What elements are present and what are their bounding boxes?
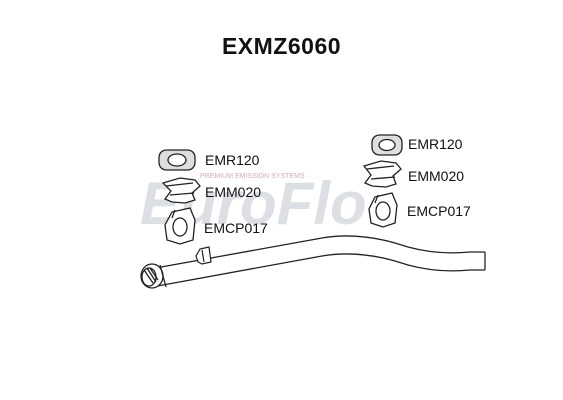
right-parts-group: EMR120 EMM020 EMCP017 bbox=[362, 134, 471, 228]
left-parts-group: EMR120 EMM020 EMCP017 bbox=[158, 149, 268, 245]
rubber-mount-icon bbox=[371, 134, 403, 156]
right-mounting-label: EMM020 bbox=[408, 168, 464, 184]
left-clamp-label: EMCP017 bbox=[204, 220, 268, 236]
pipe-hanger-bracket bbox=[195, 246, 212, 265]
mounting-bracket-icon bbox=[362, 160, 402, 188]
left-rubber-mount-label: EMR120 bbox=[205, 152, 260, 168]
clamp-icon bbox=[368, 192, 398, 228]
clamp-icon bbox=[164, 207, 196, 245]
rubber-mount-icon bbox=[158, 149, 196, 171]
part-number-title: EXMZ6060 bbox=[221, 33, 342, 59]
watermark-tagline: PREMIUM EMISSION SYSTEMS bbox=[200, 173, 305, 180]
right-clamp-label: EMCP017 bbox=[407, 203, 471, 219]
pipe-inlet-end bbox=[140, 263, 167, 289]
exhaust-pipe bbox=[149, 235, 486, 288]
left-mounting-label: EMM020 bbox=[205, 184, 261, 200]
right-rubber-mount-label: EMR120 bbox=[408, 136, 463, 152]
mounting-bracket-icon bbox=[161, 177, 201, 204]
